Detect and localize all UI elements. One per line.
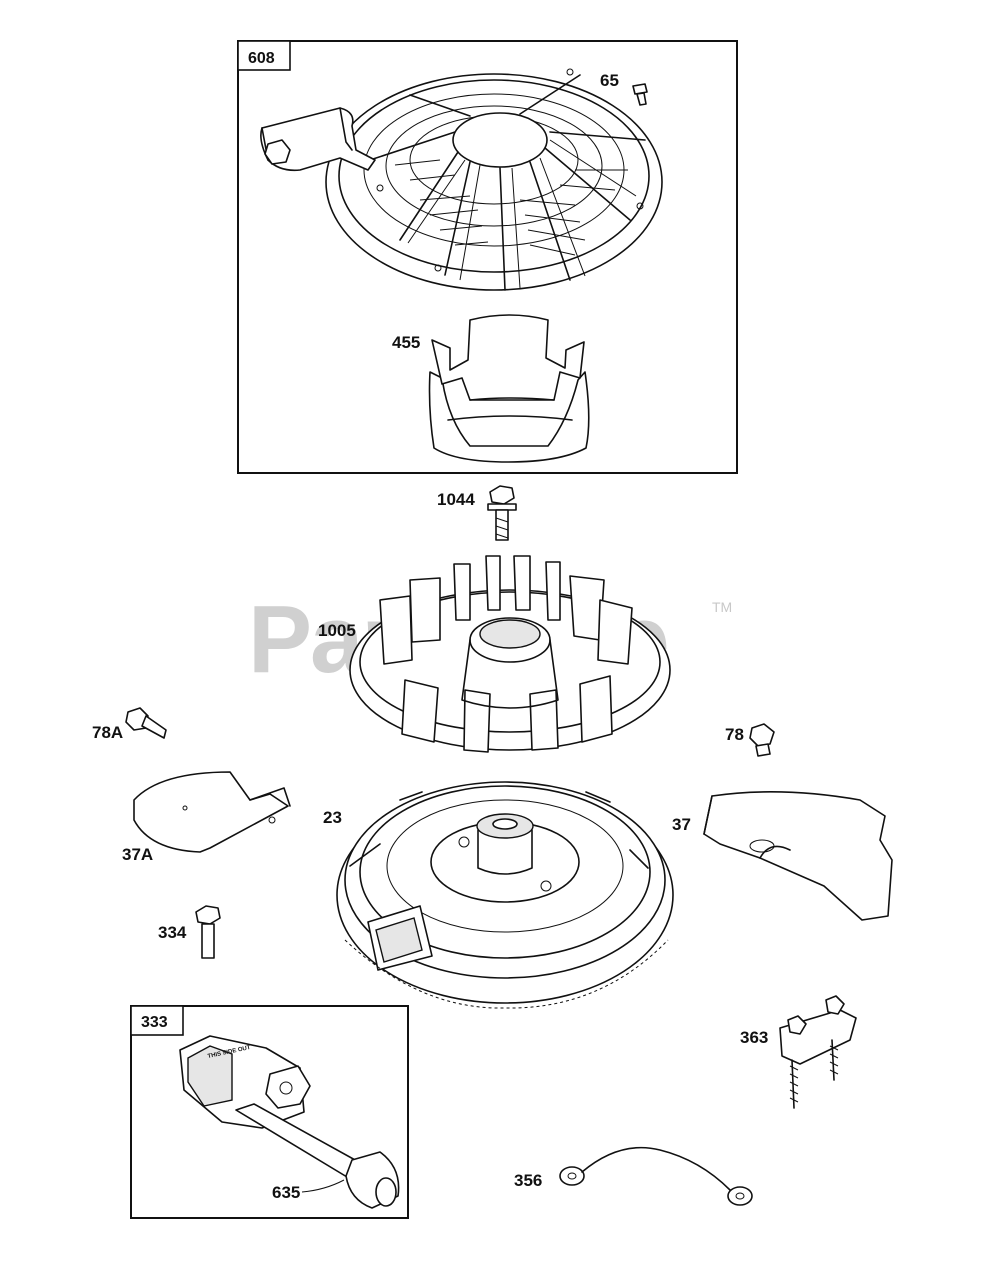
label-23: 23 (323, 808, 342, 827)
part-1005-fan[interactable]: 1005 (318, 555, 671, 753)
part-78-bolt[interactable]: 78 (725, 723, 775, 757)
part-608-recoil-housing[interactable] (260, 68, 663, 291)
label-635: 635 (272, 1183, 300, 1202)
part-37A-bracket[interactable]: 37A (122, 771, 291, 864)
box-label-608: 608 (248, 50, 275, 67)
label-455: 455 (392, 333, 420, 352)
label-1005: 1005 (318, 621, 356, 640)
label-334: 334 (158, 923, 187, 942)
part-455-starter-cup[interactable]: 455 (392, 314, 590, 463)
part-65-screw[interactable]: 65 (600, 71, 648, 106)
label-78A: 78A (92, 723, 123, 742)
part-37-shield[interactable]: 37 (672, 791, 893, 921)
watermark-tm: TM (712, 599, 732, 615)
recoil-starter-box: 608 (237, 40, 738, 474)
label-1044: 1044 (437, 490, 475, 509)
box-label-333: 333 (141, 1014, 168, 1031)
part-356-ground-wire[interactable]: 356 (514, 1146, 753, 1206)
label-78: 78 (725, 725, 744, 744)
label-37A: 37A (122, 845, 153, 864)
part-1044-bolt[interactable]: 1044 (437, 485, 517, 541)
ignition-box: 333 (130, 1005, 409, 1219)
label-37: 37 (672, 815, 691, 834)
label-356: 356 (514, 1171, 542, 1190)
label-65: 65 (600, 71, 619, 90)
part-333-ignition-coil[interactable]: THIS SIDE OUT (179, 1035, 311, 1129)
part-23-flywheel[interactable]: 23 (323, 781, 674, 1009)
part-635-plug-boot[interactable]: 635 (235, 1103, 400, 1209)
part-334-bolt[interactable]: 334 (158, 905, 221, 959)
part-78A-bolt[interactable]: 78A (92, 707, 167, 742)
label-363: 363 (740, 1028, 768, 1047)
part-363-bracket[interactable]: 363 (740, 995, 857, 1109)
